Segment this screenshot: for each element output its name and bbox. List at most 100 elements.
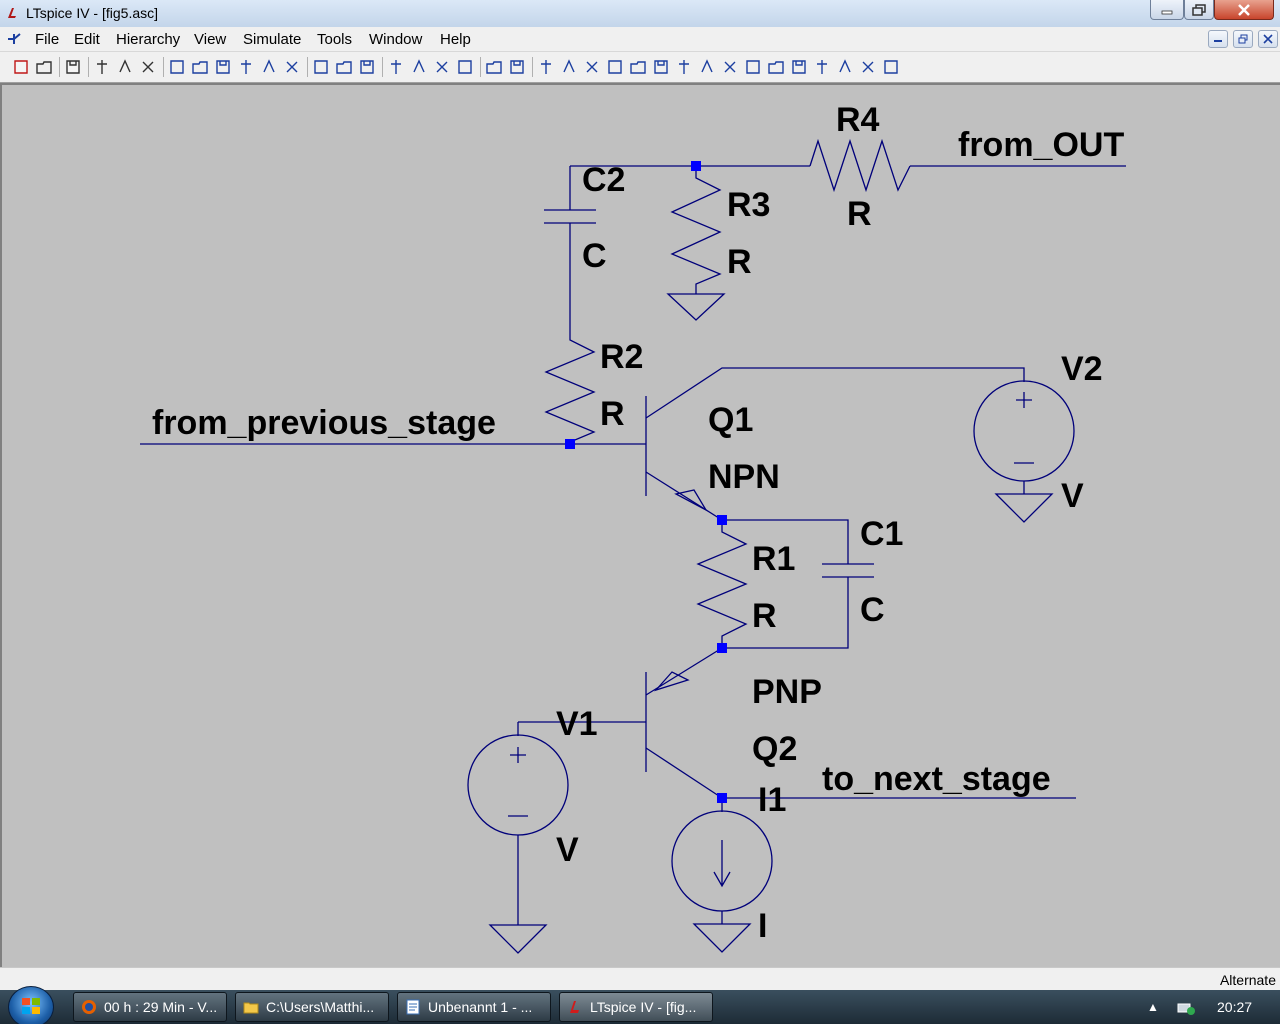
- resistor-r3[interactable]: [670, 166, 722, 294]
- schematic-document-icon[interactable]: [6, 31, 22, 47]
- clock[interactable]: 20:27: [1217, 999, 1253, 1015]
- mdi-restore-button[interactable]: [1233, 30, 1253, 48]
- network-icon[interactable]: [1176, 998, 1196, 1016]
- menu-view[interactable]: View: [194, 31, 227, 48]
- toolbar-separator: [307, 57, 308, 77]
- draw-wire-icon[interactable]: [537, 58, 555, 76]
- transistor-q2[interactable]: [518, 647, 723, 799]
- menu-help[interactable]: Help: [440, 31, 471, 48]
- menu-file[interactable]: File: [35, 31, 60, 48]
- r1-value-label[interactable]: R: [752, 597, 777, 635]
- window-title: LTspice IV - [fig5.asc]: [26, 5, 159, 21]
- v2-ref-label[interactable]: V2: [1061, 350, 1103, 388]
- voltage-source-v1[interactable]: [467, 722, 569, 954]
- menu-hierarchy[interactable]: Hierarchy: [116, 31, 181, 48]
- copy-icon[interactable]: [410, 58, 428, 76]
- mdi-minimize-button[interactable]: [1208, 30, 1228, 48]
- c2-value-label[interactable]: C: [582, 237, 607, 275]
- open-icon[interactable]: [35, 58, 53, 76]
- menu-edit[interactable]: Edit: [74, 31, 100, 48]
- redo-icon[interactable]: [790, 58, 808, 76]
- v1-ref-label[interactable]: V1: [556, 705, 598, 743]
- capacitor-c1[interactable]: [722, 519, 874, 649]
- taskbar-item-explorer[interactable]: C:\Users\Matthi...: [235, 992, 389, 1022]
- voltage-source-v2[interactable]: [973, 380, 1075, 523]
- print-setup-icon[interactable]: [485, 58, 503, 76]
- save-icon[interactable]: [64, 58, 82, 76]
- i1-value-label[interactable]: I: [758, 907, 767, 945]
- capacitor-c2[interactable]: [544, 166, 596, 330]
- current-source-i1[interactable]: [671, 798, 773, 953]
- r4-value-label[interactable]: R: [847, 195, 872, 233]
- capacitor-icon[interactable]: [629, 58, 647, 76]
- autoscale-icon[interactable]: [260, 58, 278, 76]
- taskbar-item-document[interactable]: Unbenannt 1 - ...: [397, 992, 551, 1022]
- resistor-icon[interactable]: [606, 58, 624, 76]
- r3-ref-label[interactable]: R3: [727, 186, 770, 224]
- move-icon[interactable]: [721, 58, 739, 76]
- print-icon[interactable]: [508, 58, 526, 76]
- zoom-in-icon[interactable]: [168, 58, 186, 76]
- r1-ref-label[interactable]: R1: [752, 540, 795, 578]
- undo-icon[interactable]: [767, 58, 785, 76]
- net-label-to-next-stage[interactable]: to_next_stage: [822, 760, 1051, 798]
- zoom-out-icon[interactable]: [214, 58, 232, 76]
- label-net-icon[interactable]: [583, 58, 601, 76]
- net-label-from-previous-stage[interactable]: from_previous_stage: [152, 404, 496, 442]
- schematic-canvas[interactable]: R4 R from_OUT R3 R C2 C R2 R from_previo…: [0, 83, 1280, 967]
- resistor-r4[interactable]: [809, 138, 911, 193]
- resistor-r2[interactable]: [544, 330, 596, 444]
- q1-ref-label[interactable]: Q1: [708, 401, 753, 439]
- menu-window[interactable]: Window: [369, 31, 423, 48]
- halt-icon[interactable]: [139, 58, 157, 76]
- component-icon[interactable]: [698, 58, 716, 76]
- show-hidden-icons-icon[interactable]: ▲: [1147, 1000, 1159, 1014]
- text-icon[interactable]: [859, 58, 877, 76]
- zoom-pan-icon[interactable]: [191, 58, 209, 76]
- drag-icon[interactable]: [744, 58, 762, 76]
- cut-icon[interactable]: [387, 58, 405, 76]
- c1-ref-label[interactable]: C1: [860, 515, 903, 553]
- tile-vertical-icon[interactable]: [358, 58, 376, 76]
- rotate-icon[interactable]: [813, 58, 831, 76]
- mirror-icon[interactable]: [836, 58, 854, 76]
- cascade-icon[interactable]: [335, 58, 353, 76]
- spice-directive-icon[interactable]: [882, 58, 900, 76]
- zoom-fit-icon[interactable]: [237, 58, 255, 76]
- mdi-close-button[interactable]: [1258, 30, 1278, 48]
- taskbar-item-firefox[interactable]: 00 h : 29 Min - V...: [73, 992, 227, 1022]
- q2-value-label[interactable]: PNP: [752, 673, 822, 711]
- delete-trace-icon[interactable]: [283, 58, 301, 76]
- r2-value-label[interactable]: R: [600, 395, 625, 433]
- q1-value-label[interactable]: NPN: [708, 458, 780, 496]
- i1-ref-label[interactable]: I1: [758, 781, 786, 819]
- control-panel-icon[interactable]: [93, 58, 111, 76]
- paste-icon[interactable]: [433, 58, 451, 76]
- transistor-q1[interactable]: [645, 367, 1025, 521]
- r2-ref-label[interactable]: R2: [600, 338, 643, 376]
- taskbar-item-ltspice[interactable]: LTspice IV - [fig...: [559, 992, 713, 1022]
- start-button[interactable]: [8, 986, 54, 1024]
- inductor-icon[interactable]: [652, 58, 670, 76]
- net-label-from-out[interactable]: from_OUT: [958, 126, 1124, 164]
- menu-tools[interactable]: Tools: [317, 31, 353, 48]
- r3-value-label[interactable]: R: [727, 243, 752, 281]
- c2-ref-label[interactable]: C2: [582, 161, 625, 199]
- diode-icon[interactable]: [675, 58, 693, 76]
- new-schematic-icon[interactable]: [12, 58, 30, 76]
- minimize-button[interactable]: [1150, 0, 1184, 20]
- menu-simulate[interactable]: Simulate: [243, 31, 302, 48]
- c1-value-label[interactable]: C: [860, 591, 885, 629]
- v1-value-label[interactable]: V: [556, 831, 579, 869]
- tile-horizontal-icon[interactable]: [312, 58, 330, 76]
- find-icon[interactable]: [456, 58, 474, 76]
- r4-ref-label[interactable]: R4: [836, 101, 880, 139]
- restore-button[interactable]: [1184, 0, 1214, 20]
- close-button[interactable]: [1214, 0, 1274, 20]
- taskbar-item-label: C:\Users\Matthi...: [266, 999, 375, 1015]
- resistor-r1[interactable]: [696, 520, 748, 648]
- q2-ref-label[interactable]: Q2: [752, 730, 797, 768]
- v2-value-label[interactable]: V: [1061, 477, 1084, 515]
- run-icon[interactable]: [116, 58, 134, 76]
- ground-icon[interactable]: [560, 58, 578, 76]
